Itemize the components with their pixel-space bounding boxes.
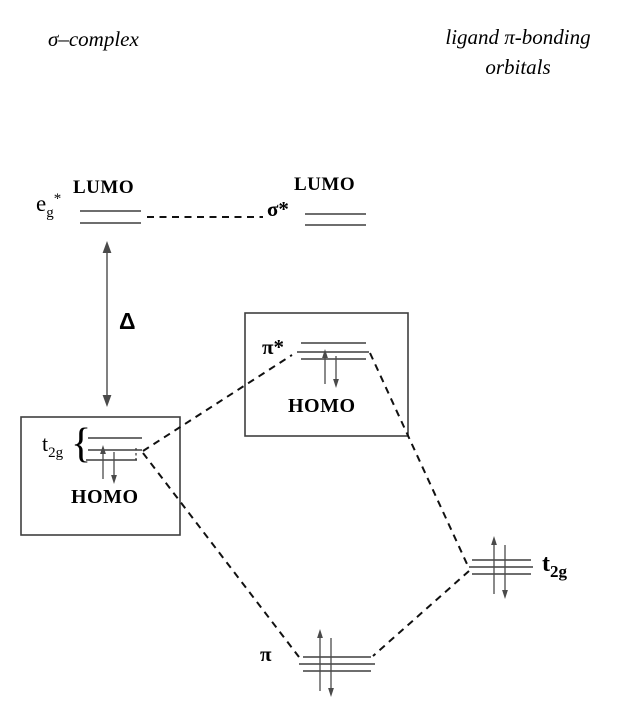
ligand-t2g-base: t (542, 551, 550, 577)
t2g-base: t (42, 431, 49, 456)
electron-down-arrow-head (328, 688, 334, 697)
dashed-connector-t2g-pi (142, 452, 300, 658)
pi-star-electron-pair-icon (322, 349, 339, 388)
electron-down-arrow-head (333, 379, 339, 388)
electron-up-arrow-head (491, 536, 497, 545)
ligand-title-line1: ligand π-bonding (445, 25, 591, 49)
electron-up-arrow-head (100, 445, 106, 454)
t2g-orbital-label: t2g (42, 431, 63, 462)
sigma-complex-title: σ–complex (48, 27, 139, 51)
dashed-connector-pistar-ligandt2g (369, 352, 468, 565)
ligand-pi-bonding-title: ligand π-bonding orbitals (408, 22, 628, 83)
t2g-level-lines (86, 437, 142, 461)
electron-up-arrow-head (322, 349, 328, 358)
delta-arrow-head-up (102, 241, 112, 253)
delta-double-arrow-icon (102, 241, 112, 407)
eg-lumo-label: LUMO (73, 177, 135, 198)
ligand-t2g-level-lines (469, 559, 533, 575)
ligand-t2g-electron-pair-icon (491, 536, 508, 599)
pi-star-homo-label: HOMO (288, 395, 356, 417)
pi-level-lines (299, 656, 375, 672)
sigma-star-orbital-label: σ* (267, 197, 289, 221)
t2g-brace: { (71, 421, 92, 467)
t2g-electron-pair-icon (100, 445, 117, 484)
eg-orbital-label: eg* (36, 191, 61, 222)
ligand-t2g-orbital-label: t2g (542, 551, 567, 582)
eg-subscript: g (46, 205, 54, 221)
pi-electron-pair-icon (317, 629, 334, 697)
eg-level-lines (80, 210, 141, 224)
t2g-subscript: 2g (48, 445, 64, 461)
sigma-star-lumo-label: LUMO (294, 174, 356, 195)
t2g-homo-box (20, 416, 181, 536)
electron-down-arrow-head (111, 475, 117, 484)
dashed-connector-ligandt2g-pi (372, 570, 470, 657)
delta-arrow-head-down (102, 395, 112, 407)
pi-star-homo-box (244, 312, 409, 437)
sigma-star-level-lines (305, 213, 366, 226)
ligand-title-line2: orbitals (485, 55, 551, 80)
eg-star-superscript: * (53, 191, 62, 207)
electron-up-arrow-head (317, 629, 323, 638)
pi-orbital-label: π (260, 642, 272, 666)
eg-base: e (36, 191, 47, 216)
delta-label: Δ (119, 308, 136, 334)
dashed-connector-t2g-pistar (142, 354, 293, 452)
pi-star-level-lines (297, 342, 369, 360)
t2g-homo-label: HOMO (71, 486, 139, 508)
pi-star-orbital-label: π* (262, 335, 285, 359)
ligand-t2g-subscript: 2g (550, 562, 567, 581)
electron-down-arrow-head (502, 590, 508, 599)
